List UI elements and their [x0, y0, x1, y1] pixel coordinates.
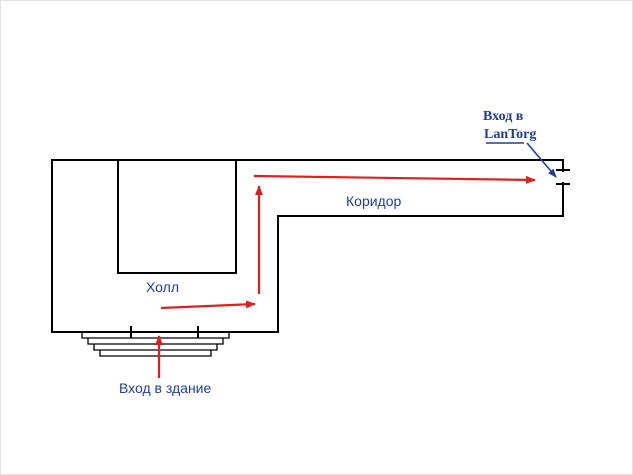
- corridor-label: Коридор: [346, 193, 402, 209]
- lantorg-entrance-label-line2: LanTorg: [484, 127, 536, 142]
- hall-label: Холл: [146, 279, 179, 295]
- route-arrow-hall-right: [160, 300, 256, 310]
- entrance-steps: [81, 332, 230, 357]
- building-entrance-label: Вход в здание: [119, 380, 212, 396]
- route-arrow-corridor-right: [253, 174, 536, 184]
- building-outline: [51, 159, 564, 333]
- lantorg-entrance-label-line1: Вход в: [483, 109, 524, 124]
- inner-room: [117, 160, 237, 274]
- lantorg-pointer-arrow: [526, 142, 557, 178]
